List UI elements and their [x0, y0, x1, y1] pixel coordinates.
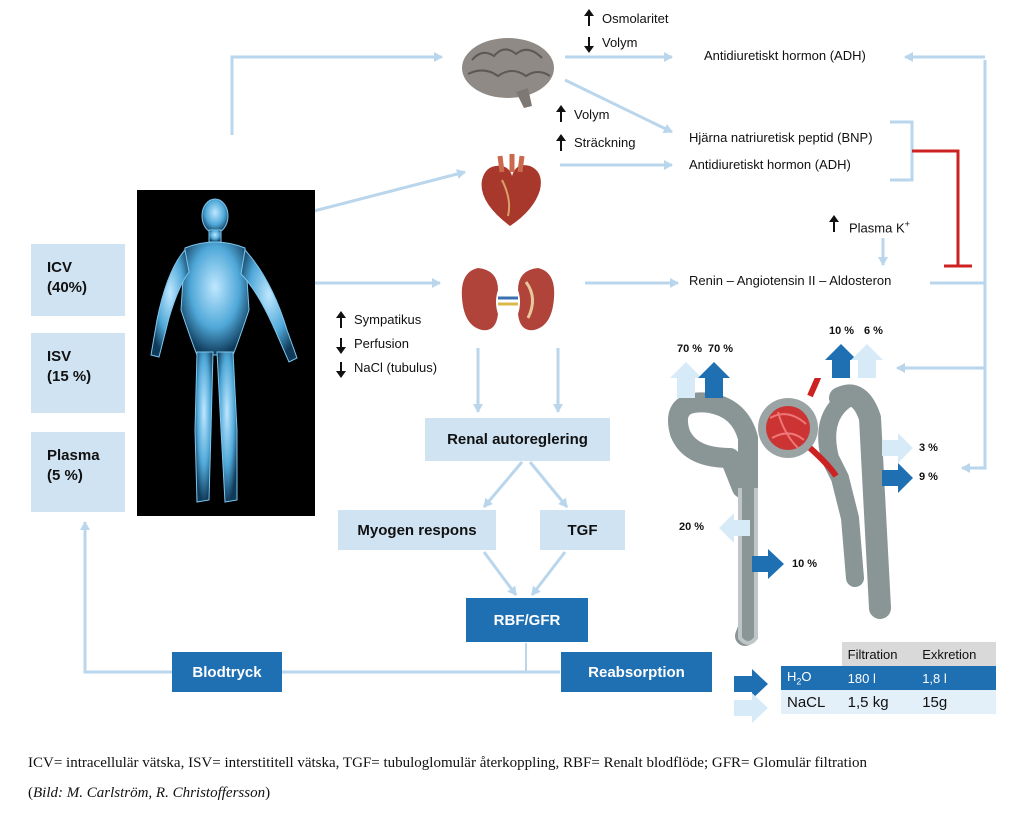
plasma-k-sup: + [904, 219, 910, 229]
arrow-right-dark-h2o [734, 669, 768, 699]
table-cell-h2o-label: H2O [781, 666, 842, 690]
heart-input-strackning: Sträckning [574, 135, 636, 150]
caption-credit: (Bild: M. Carlström, R. Christoffersson) [28, 778, 1018, 808]
credit-close: ) [265, 785, 271, 801]
plasma-k-text: Plasma K [849, 220, 905, 236]
kidney-input-sympatikus: Sympatikus [354, 312, 422, 327]
pct-20: 20 % [679, 521, 705, 533]
rbf-gfr-box: RBF/GFR [466, 598, 588, 642]
arrow-up-dark-1 [698, 362, 730, 398]
hormone-bnp: Hjärna natriuretisk peptid (BNP) [689, 130, 873, 145]
table-header-blank [781, 642, 842, 666]
myogen-respons-box: Myogen respons [338, 510, 496, 550]
human-body-image [137, 190, 315, 516]
table-cell-nacl-exkretion: 15g [922, 693, 948, 711]
table-row-h2o: H2O 180 l 1,8 l [781, 666, 996, 690]
filtration-table: Filtration Exkretion H2O 180 l 1,8 l NaC… [781, 642, 996, 714]
reabsorption-box: Reabsorption [561, 652, 712, 692]
table-header-filtration: Filtration [847, 646, 898, 662]
compartment-icv-name: ICV [47, 259, 73, 276]
hormone-adh-top: Antidiuretiskt hormon (ADH) [704, 48, 866, 63]
heart-image [472, 150, 548, 230]
table-cell-nacl-label: NaCL [787, 693, 826, 711]
h2o-o: O [801, 669, 812, 685]
hormone-raas: Renin – Angiotensin II – Aldosteron [689, 273, 892, 288]
blodtryck-box: Blodtryck [172, 652, 282, 692]
pct-3: 3 % [919, 442, 938, 454]
brain-image [458, 30, 558, 110]
figure-caption: ICV= intracellulär vätska, ISV= intersti… [28, 748, 1018, 808]
arrow-up-light-2 [851, 344, 883, 378]
credit-open: ( [28, 785, 33, 801]
table-header-exkretion: Exkretion [922, 646, 977, 662]
arrow-right-light-3 [882, 433, 913, 463]
arrow-right-dark-9 [882, 463, 913, 493]
table-cell-h2o-exkretion: 1,8 l [922, 670, 947, 686]
table-cell-nacl-filtration: 1,5 kg [847, 693, 889, 711]
pct-10-a: 10 % [829, 325, 855, 337]
renal-autoreglering-box: Renal autoreglering [425, 418, 610, 461]
h2o-h: H [787, 669, 797, 685]
arrow-right-light-nacl [734, 693, 768, 723]
arrow-up-light-1 [670, 362, 702, 398]
pct-70-a: 70 % [677, 343, 703, 355]
kidney-input-perfusion: Perfusion [354, 336, 409, 351]
kidney-input-nacl: NaCl (tubulus) [354, 360, 438, 375]
credit-text: Bild: M. Carlström, R. Christoffersson [33, 785, 266, 801]
hormone-adh-mid: Antidiuretiskt hormon (ADH) [689, 157, 851, 172]
compartment-plasma: Plasma (5 %) [31, 432, 125, 512]
table-header-row: Filtration Exkretion [781, 642, 996, 666]
tgf-box: TGF [540, 510, 625, 550]
table-cell-h2o-filtration: 180 l [847, 670, 876, 686]
compartment-isv: ISV (15 %) [31, 333, 125, 413]
heart-input-volym: Volym [574, 107, 610, 122]
pct-10-b: 10 % [792, 558, 818, 570]
kidney-image [458, 262, 558, 336]
h2o-sub: 2 [796, 676, 802, 687]
brain-input-osmolaritet: Osmolaritet [602, 11, 669, 26]
compartment-icv: ICV (40%) [31, 244, 125, 316]
pct-70-b: 70 % [708, 343, 734, 355]
compartment-plasma-pct: (5 %) [47, 467, 83, 484]
compartment-isv-name: ISV [47, 348, 72, 365]
compartment-plasma-name: Plasma [47, 447, 100, 464]
arrow-right-dark-10 [752, 549, 784, 579]
pct-6: 6 % [864, 325, 883, 337]
compartment-icv-pct: (40%) [47, 279, 88, 296]
table-row-nacl: NaCL 1,5 kg 15g [781, 690, 996, 714]
compartment-isv-pct: (15 %) [47, 368, 92, 385]
caption-abbreviations: ICV= intracellulär vätska, ISV= intersti… [28, 755, 867, 771]
arrow-up-dark-2 [825, 344, 857, 378]
arrow-left-light-20 [719, 513, 750, 543]
nephron-image [668, 378, 891, 646]
brain-input-volym: Volym [602, 35, 638, 50]
plasma-k-label: Plasma K+ [849, 216, 910, 236]
pct-9: 9 % [919, 471, 938, 483]
